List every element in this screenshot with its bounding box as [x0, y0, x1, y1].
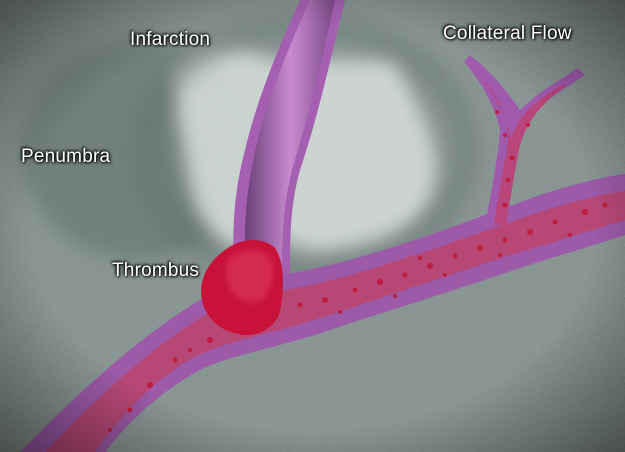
infarction-label: Infarction [130, 29, 210, 51]
thrombus-label: Thrombus [112, 260, 199, 282]
collateral-flow-label: Collateral Flow [443, 23, 572, 45]
penumbra-label: Penumbra [21, 146, 110, 168]
